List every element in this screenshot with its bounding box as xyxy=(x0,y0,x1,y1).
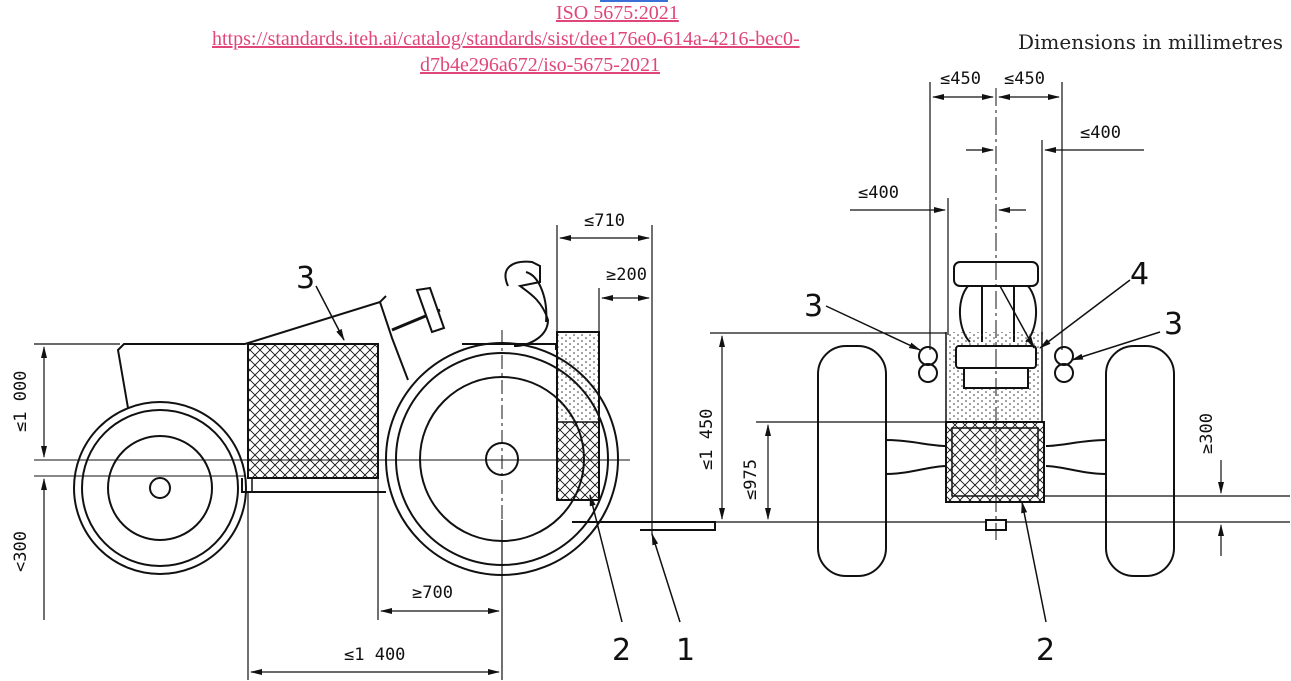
catalog-url-line2[interactable]: d7b4e296a672/iso-5675-2021 xyxy=(420,54,660,76)
dim-max-1000: ≤1 000 xyxy=(11,371,31,432)
steering-wheel xyxy=(415,286,446,334)
front-leaders xyxy=(825,279,1161,623)
callout-3-front-left: 3 xyxy=(804,289,823,324)
hatched-area-3-side xyxy=(248,344,378,478)
small-wheel-outer xyxy=(73,401,247,575)
seat xyxy=(504,260,550,347)
dim-max-450-right: ≤450 xyxy=(1004,69,1045,89)
iso-reference-link[interactable]: ISO 5675:2021 xyxy=(556,2,679,24)
dim-max-710: ≤710 xyxy=(584,211,625,231)
callout-3-side: 3 xyxy=(296,261,315,296)
dim-max-975: ≤975 xyxy=(741,459,761,500)
callout-1-side: 1 xyxy=(676,633,695,668)
side-dimensions xyxy=(34,225,653,680)
front-dimensions xyxy=(710,82,1290,556)
dotted-space-side xyxy=(557,332,599,422)
front-view xyxy=(817,261,1175,577)
callout-3-front-right: 3 xyxy=(1164,307,1183,342)
side-view xyxy=(73,260,716,576)
dim-min-200: ≥200 xyxy=(606,265,647,285)
dim-max-400-right: ≤400 xyxy=(1080,123,1121,143)
catalog-url-line1[interactable]: https://standards.iteh.ai/catalog/standa… xyxy=(212,28,800,50)
units-note: Dimensions in millimetres xyxy=(1018,30,1283,54)
callout-2-side: 2 xyxy=(612,633,631,668)
dim-max-1400: ≤1 400 xyxy=(344,645,405,665)
dim-min-700: ≥700 xyxy=(412,583,453,603)
dim-min-300: ≥300 xyxy=(1197,413,1217,454)
hatched-area-2-side xyxy=(557,422,599,500)
dim-max-450-left: ≤450 xyxy=(940,69,981,89)
dim-max-400-left: ≤400 xyxy=(858,183,899,203)
dim-max-1450: ≤1 450 xyxy=(697,409,717,470)
hood xyxy=(116,343,245,409)
callout-4-front: 4 xyxy=(1130,257,1149,292)
left-wheel xyxy=(817,345,887,577)
side-centerlines xyxy=(34,330,630,520)
link-highlight[interactable] xyxy=(600,0,668,2)
hatched-area-2-front xyxy=(946,422,1044,502)
drawbar xyxy=(572,521,716,531)
right-wheel xyxy=(1105,345,1175,577)
callout-2-front: 2 xyxy=(1036,633,1055,668)
side-leaders xyxy=(315,285,681,623)
dim-lt-300: <300 xyxy=(11,531,31,572)
